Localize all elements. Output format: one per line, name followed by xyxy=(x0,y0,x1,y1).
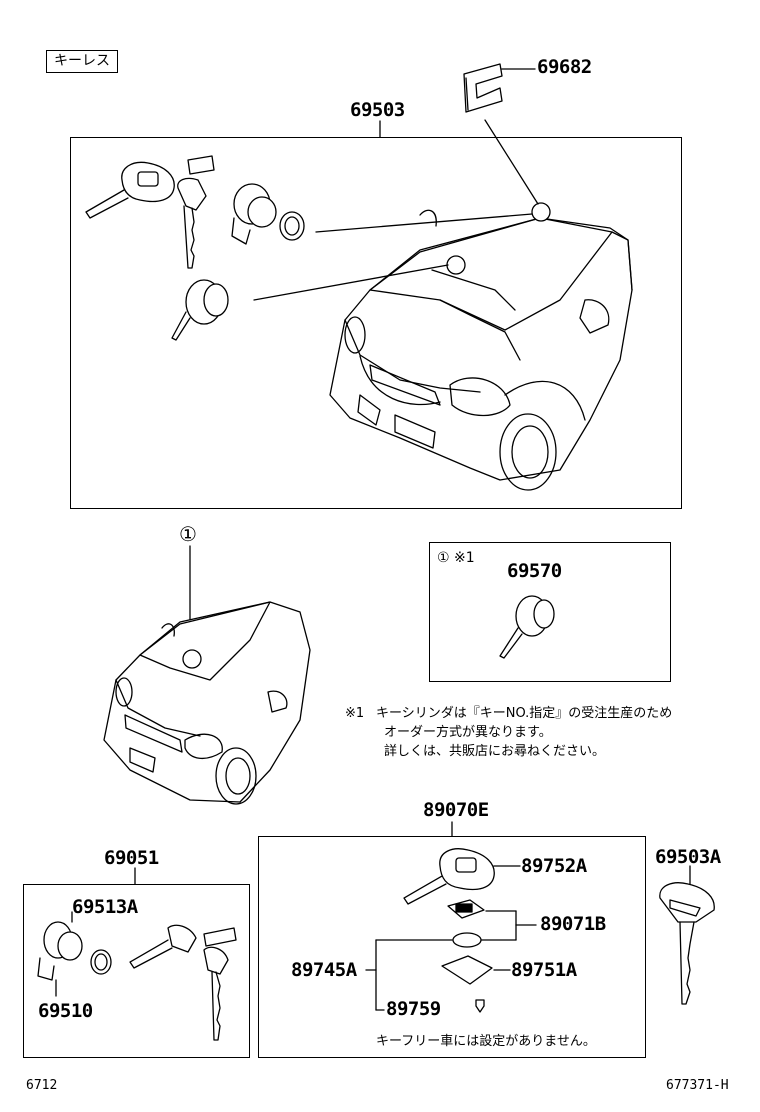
footer-left: 6712 xyxy=(26,1078,58,1093)
keyless-tag: キーレス xyxy=(46,50,118,73)
note-line-3: 詳しくは、共販店にお尋ねください。 xyxy=(384,744,606,759)
label-69503: 69503 xyxy=(350,99,405,121)
inset-69570-frame xyxy=(429,542,671,682)
car-upper-drawing xyxy=(254,120,632,490)
label-69051: 69051 xyxy=(104,847,159,869)
label-69513A: 69513A xyxy=(72,896,138,918)
keyfree-note: キーフリー車には設定がありません。 xyxy=(376,1034,596,1049)
label-89752A: 89752A xyxy=(521,855,587,877)
label-69682: 69682 xyxy=(537,56,592,78)
label-89745A: 89745A xyxy=(291,959,357,981)
note-line-1: キーシリンダは『キーNO.指定』の受注生産のため xyxy=(376,706,673,721)
label-89070E: 89070E xyxy=(423,799,489,821)
label-89759: 89759 xyxy=(386,998,441,1020)
label-69510: 69510 xyxy=(38,1000,93,1022)
cylinder-69570-drawing xyxy=(500,596,554,658)
keys-upper-drawing xyxy=(86,156,304,340)
note-marker: ※1 xyxy=(345,706,365,721)
transmitter-89070E-drawing xyxy=(366,849,536,1012)
assembly-69503-frame xyxy=(70,137,682,509)
clip-69682-icon xyxy=(464,64,535,112)
label-89751A: 89751A xyxy=(511,959,577,981)
set-69051-frame xyxy=(23,884,250,1058)
inset-header: ① ※1 xyxy=(437,550,475,566)
callout-1: ① xyxy=(179,522,197,546)
label-69570: 69570 xyxy=(507,560,562,582)
footer-right: 677371-H xyxy=(666,1078,729,1093)
label-69503A: 69503A xyxy=(655,846,721,868)
note-line-2: オーダー方式が異なります。 xyxy=(384,725,552,740)
key-blank-69503A-drawing xyxy=(660,883,714,1004)
set-69051-drawing xyxy=(38,912,236,1040)
label-89071B: 89071B xyxy=(540,913,606,935)
car-lower-drawing xyxy=(104,602,310,804)
